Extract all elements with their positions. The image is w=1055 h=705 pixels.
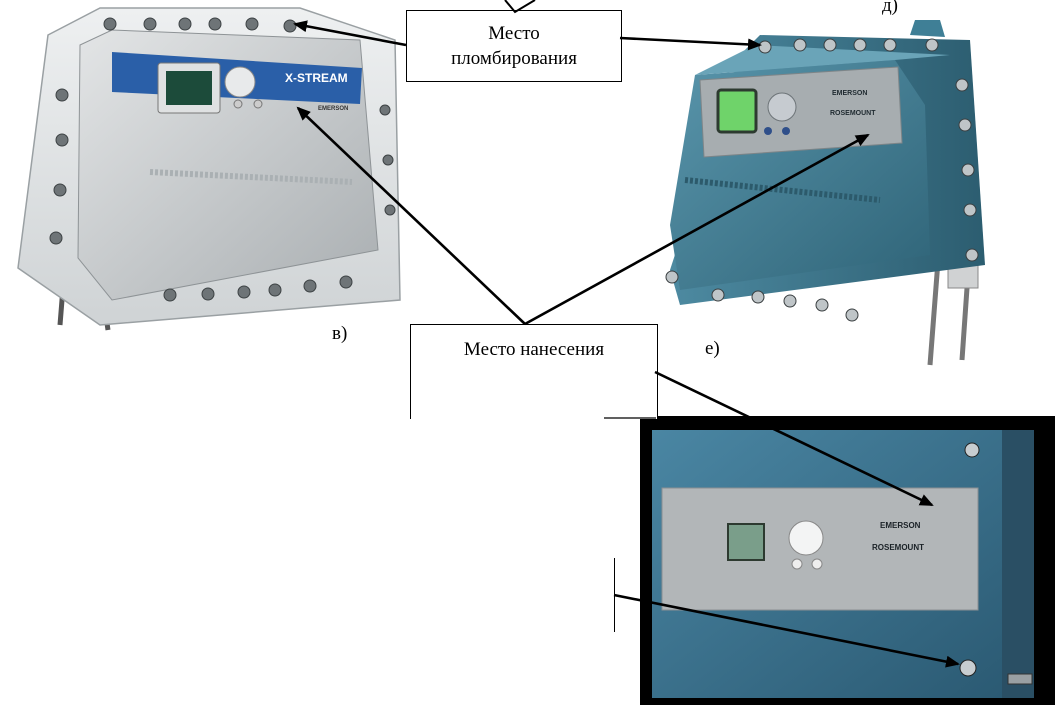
closeup-lcd-screen	[727, 523, 765, 561]
right-key-a	[764, 127, 772, 135]
arrow-bracket-closeup	[613, 593, 960, 668]
right-lcd-screen	[716, 88, 758, 134]
arrow-sealing-left	[293, 20, 407, 47]
device-right: EMERSON ROSEMOUNT	[665, 20, 985, 366]
closeup-side	[1002, 430, 1034, 698]
right-brand: ROSEMOUNT	[830, 110, 876, 117]
label-v: в)	[332, 323, 348, 344]
label-d: д)	[882, 0, 898, 16]
closeup-keypad	[788, 520, 824, 556]
closeup-brand: ROSEMOUNT	[872, 543, 924, 552]
left-lcd-screen	[166, 71, 212, 105]
callout-marking: Место нанесения	[410, 324, 658, 419]
closeup-key-b	[811, 558, 823, 570]
closeup-screws	[959, 442, 980, 677]
right-side-bolts	[955, 78, 979, 262]
callout-marking-text: Место нанесения	[463, 339, 605, 360]
left-logo: EMERSON	[318, 106, 348, 112]
arrow-marking-closeup	[654, 370, 934, 507]
closeup-front-panel	[661, 487, 979, 611]
left-key-b	[253, 99, 263, 109]
device-closeup: EMERSON ROSEMOUNT	[652, 430, 1034, 698]
label-e: е)	[705, 338, 720, 359]
right-top-bolts	[758, 38, 939, 54]
left-key-a	[233, 99, 243, 109]
right-embossed-text-band	[684, 177, 881, 203]
right-key-b	[782, 127, 790, 135]
callout-sealing-text: Место пломбирования	[451, 23, 577, 69]
left-side-bolts	[49, 88, 396, 245]
right-top-tabs	[910, 20, 945, 37]
right-logo: EMERSON	[832, 90, 867, 97]
arrow-marking-right	[524, 133, 870, 326]
left-panel-brand: X-STREAM	[285, 71, 348, 85]
closeup-logo: EMERSON	[880, 521, 921, 530]
left-keypad	[224, 66, 256, 98]
closeup-key-a	[791, 558, 803, 570]
device-left: X-STREAM EMERSON	[17, 7, 401, 331]
closeup-cable-gland	[1007, 673, 1033, 685]
right-bottom-bolts	[665, 270, 859, 322]
arrow-sealing-right	[619, 36, 762, 51]
right-keypad	[767, 92, 797, 122]
right-top-face	[695, 45, 950, 75]
arrow-sealing-top	[504, 0, 536, 14]
left-bottom-bolts	[163, 275, 353, 302]
left-embossed-text-band	[149, 169, 353, 185]
arrow-marking-left	[296, 106, 526, 325]
